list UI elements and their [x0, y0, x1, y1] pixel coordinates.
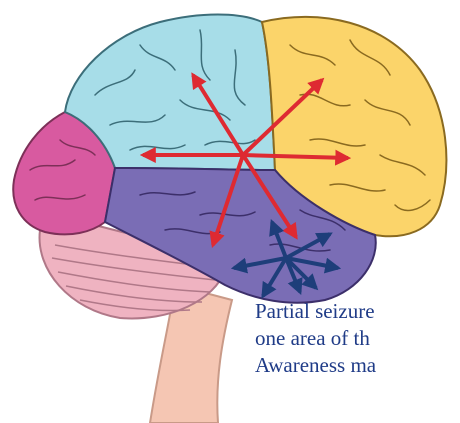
caption-line-1: Partial seizure — [255, 298, 460, 325]
caption-text: Partial seizure one area of th Awareness… — [255, 298, 460, 379]
caption-line-2: one area of th — [255, 325, 460, 352]
caption-line-3: Awareness ma — [255, 352, 460, 379]
